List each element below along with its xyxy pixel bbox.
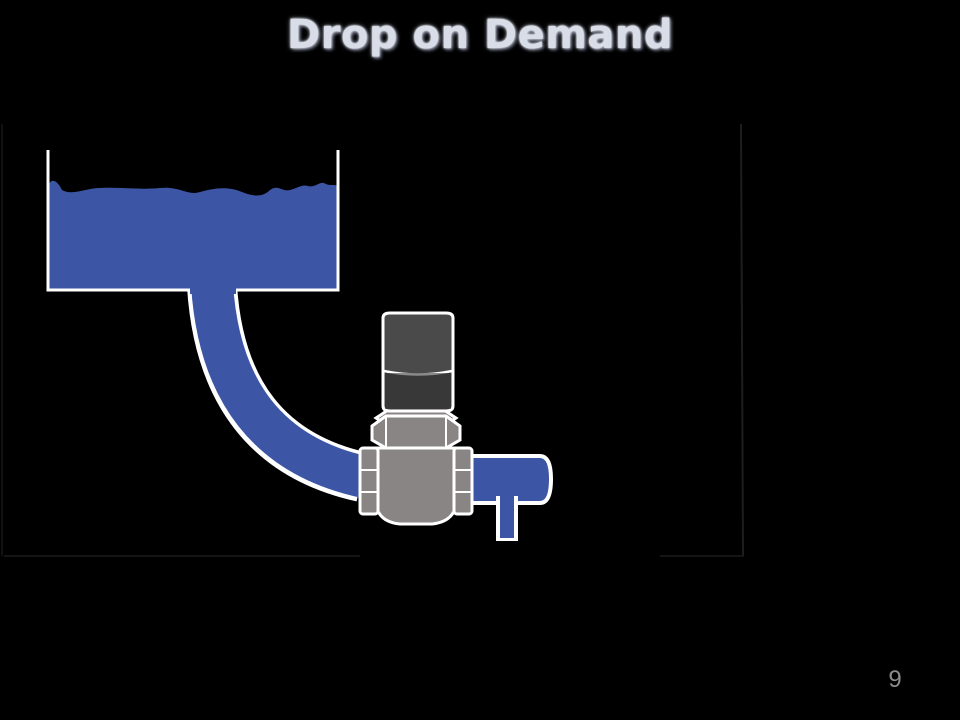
ink-fluid xyxy=(48,180,338,290)
solenoid-actuator xyxy=(381,311,455,413)
slide-number: 9 xyxy=(888,666,902,693)
image-frame xyxy=(1,123,744,557)
outlet-pipe xyxy=(464,454,554,542)
slide-title: Drop on Demand xyxy=(287,12,673,58)
ink-reservoir xyxy=(46,150,340,294)
valve-body xyxy=(358,408,474,526)
